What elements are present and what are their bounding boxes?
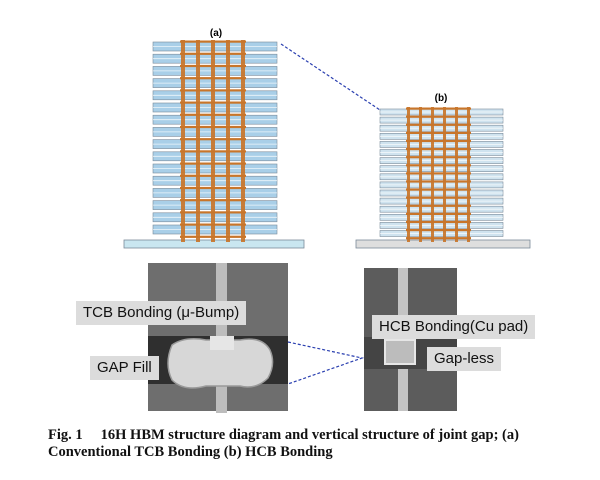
bump-row [406, 139, 471, 143]
bump-row [406, 115, 471, 118]
tsv-column [196, 40, 200, 242]
bump-row [406, 204, 471, 207]
tsv-column [226, 40, 230, 242]
tsv-column [241, 40, 245, 242]
hcb-die-stack [355, 107, 531, 249]
bump-row [406, 148, 471, 151]
tcb-sem-micrograph [148, 263, 288, 413]
bump-row [406, 188, 471, 191]
bump-row [180, 113, 246, 116]
panel-b-label: (b) [435, 93, 448, 104]
bump-row [180, 150, 246, 153]
bump-row [180, 235, 246, 238]
bump-row [406, 164, 471, 167]
tcb-bonding-label: TCB Bonding (μ-Bump) [76, 301, 247, 325]
bump-row [406, 107, 471, 110]
bump-row [406, 123, 471, 126]
bump-row [406, 229, 471, 232]
bump-row [406, 172, 471, 175]
joint-compare-connector [287, 341, 365, 385]
bump-row [406, 212, 471, 215]
bump-row [406, 180, 471, 183]
bump-row [180, 101, 246, 104]
bump-row [180, 186, 246, 190]
tsv-column [181, 40, 185, 242]
hcb-sem-micrograph [364, 268, 457, 411]
bump-row [180, 223, 246, 226]
bump-row [406, 237, 471, 240]
hcb-bonding-label: HCB Bonding(Cu pad) [372, 315, 536, 339]
bump-row [180, 40, 246, 43]
bump-row [406, 156, 471, 159]
bump-row [406, 131, 471, 134]
bump-row [180, 199, 246, 202]
bump-row [406, 220, 471, 224]
zoom-connector-line [280, 43, 381, 111]
bump-row [180, 211, 246, 214]
bump-row [180, 89, 246, 92]
tsv-column [211, 40, 215, 242]
panel-a-label: (a) [210, 28, 222, 39]
gap-fill-label: GAP Fill [90, 356, 159, 380]
tcb-die-stack [123, 40, 305, 249]
bump-row [180, 125, 246, 129]
bump-row [180, 138, 246, 141]
bump-row [180, 77, 246, 80]
bump-row [180, 174, 246, 177]
figure-caption-text: 16H HBM structure diagram and vertical s… [48, 427, 519, 460]
bump-row [406, 196, 471, 199]
bump-row [180, 162, 246, 165]
bump-row [180, 64, 246, 68]
figure-number: Fig. 1 [48, 427, 83, 443]
bump-row [180, 52, 246, 55]
gap-less-label: Gap-less [427, 347, 502, 371]
